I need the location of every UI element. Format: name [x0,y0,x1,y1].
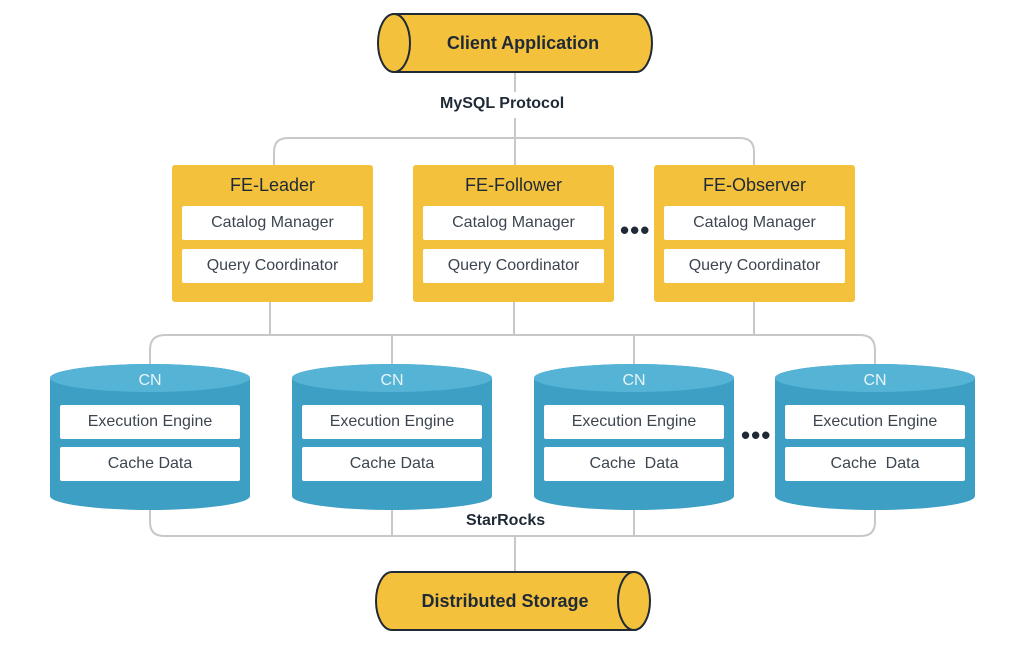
protocol-label: MySQL Protocol [436,95,569,113]
fe-observer-title: FE-Observer [702,175,807,195]
cn-3-cache-data: Cache Data [544,447,724,481]
cn-4-title: CN [863,372,887,389]
cn-1-title: CN [138,372,162,389]
client-application-label: Client Application [446,32,600,53]
fe-follower-title: FE-Follower [464,175,562,195]
cn-node-3: CN Execution Engine Cache Data [534,364,734,510]
fe-leader-catalog-manager: Catalog Manager [182,206,363,240]
fe-observer-catalog-manager: Catalog Manager [664,206,845,240]
storage-cylinder [375,571,651,631]
client-cylinder [377,13,653,73]
fe-follower-catalog-manager: Catalog Manager [423,206,604,240]
cn-4-execution-engine: Execution Engine [785,405,965,439]
fe-leader-node: FE-Leader Catalog Manager Query Coordina… [172,165,373,302]
fe-ellipsis: ••• [620,215,651,245]
cn-2-cache-data: Cache Data [302,447,482,481]
cn-2-title: CN [380,372,404,389]
fe-observer-query-coordinator: Query Coordinator [664,249,845,283]
fe-follower-node: FE-Follower Catalog Manager Query Coordi… [413,165,614,302]
fe-follower-query-coordinator: Query Coordinator [423,249,604,283]
cn-2-execution-engine: Execution Engine [302,405,482,439]
cn-node-4: CN Execution Engine Cache Data [775,364,975,510]
cn-bottom-bus [149,510,876,537]
fe-leader-query-coordinator: Query Coordinator [182,249,363,283]
cn-ellipsis: ••• [741,420,772,450]
fe-observer-node: FE-Observer Catalog Manager Query Coordi… [654,165,855,302]
cn-1-execution-engine: Execution Engine [60,405,240,439]
fe-leader-title: FE-Leader [229,175,316,195]
fe-bus [273,137,755,165]
cn-1-cache-data: Cache Data [60,447,240,481]
cn-top-bus [149,334,876,366]
cluster-label: StarRocks [462,512,550,530]
distributed-storage-label: Distributed Storage [421,590,589,611]
cn-3-execution-engine: Execution Engine [544,405,724,439]
cn-3-title: CN [622,372,646,389]
cn-node-2: CN Execution Engine Cache Data [292,364,492,510]
cn-4-cache-data: Cache Data [785,447,965,481]
cn-node-1: CN Execution Engine Cache Data [50,364,250,510]
